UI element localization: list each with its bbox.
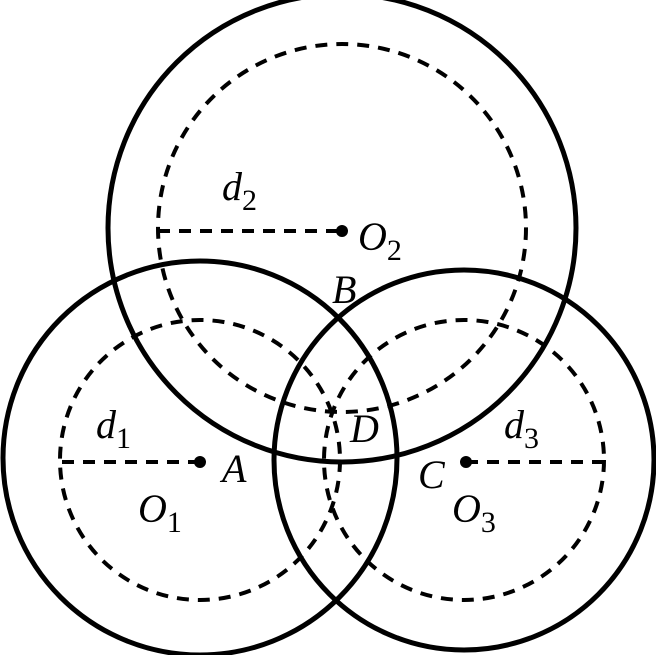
outer-circle-o2 [105, 0, 579, 465]
dashed-circle-o1 [58, 318, 342, 602]
center-point-o2 [336, 225, 348, 237]
label-d: D [349, 406, 379, 451]
dashed-circle-o2 [156, 42, 528, 414]
label-d1: d1 [96, 402, 131, 455]
label-d3: d3 [504, 402, 539, 455]
label-c: C [418, 452, 446, 497]
center-point-o3 [460, 456, 472, 468]
outer-circle-o3 [271, 267, 656, 653]
label-a: A [219, 446, 247, 491]
center-point-o1 [194, 456, 206, 468]
label-o3: O3 [452, 486, 496, 539]
outer-circle-o1 [0, 258, 400, 655]
label-o2: O2 [358, 214, 402, 267]
label-b: B [332, 267, 356, 312]
label-d2: d2 [222, 164, 257, 217]
label-o1: O1 [138, 486, 182, 539]
